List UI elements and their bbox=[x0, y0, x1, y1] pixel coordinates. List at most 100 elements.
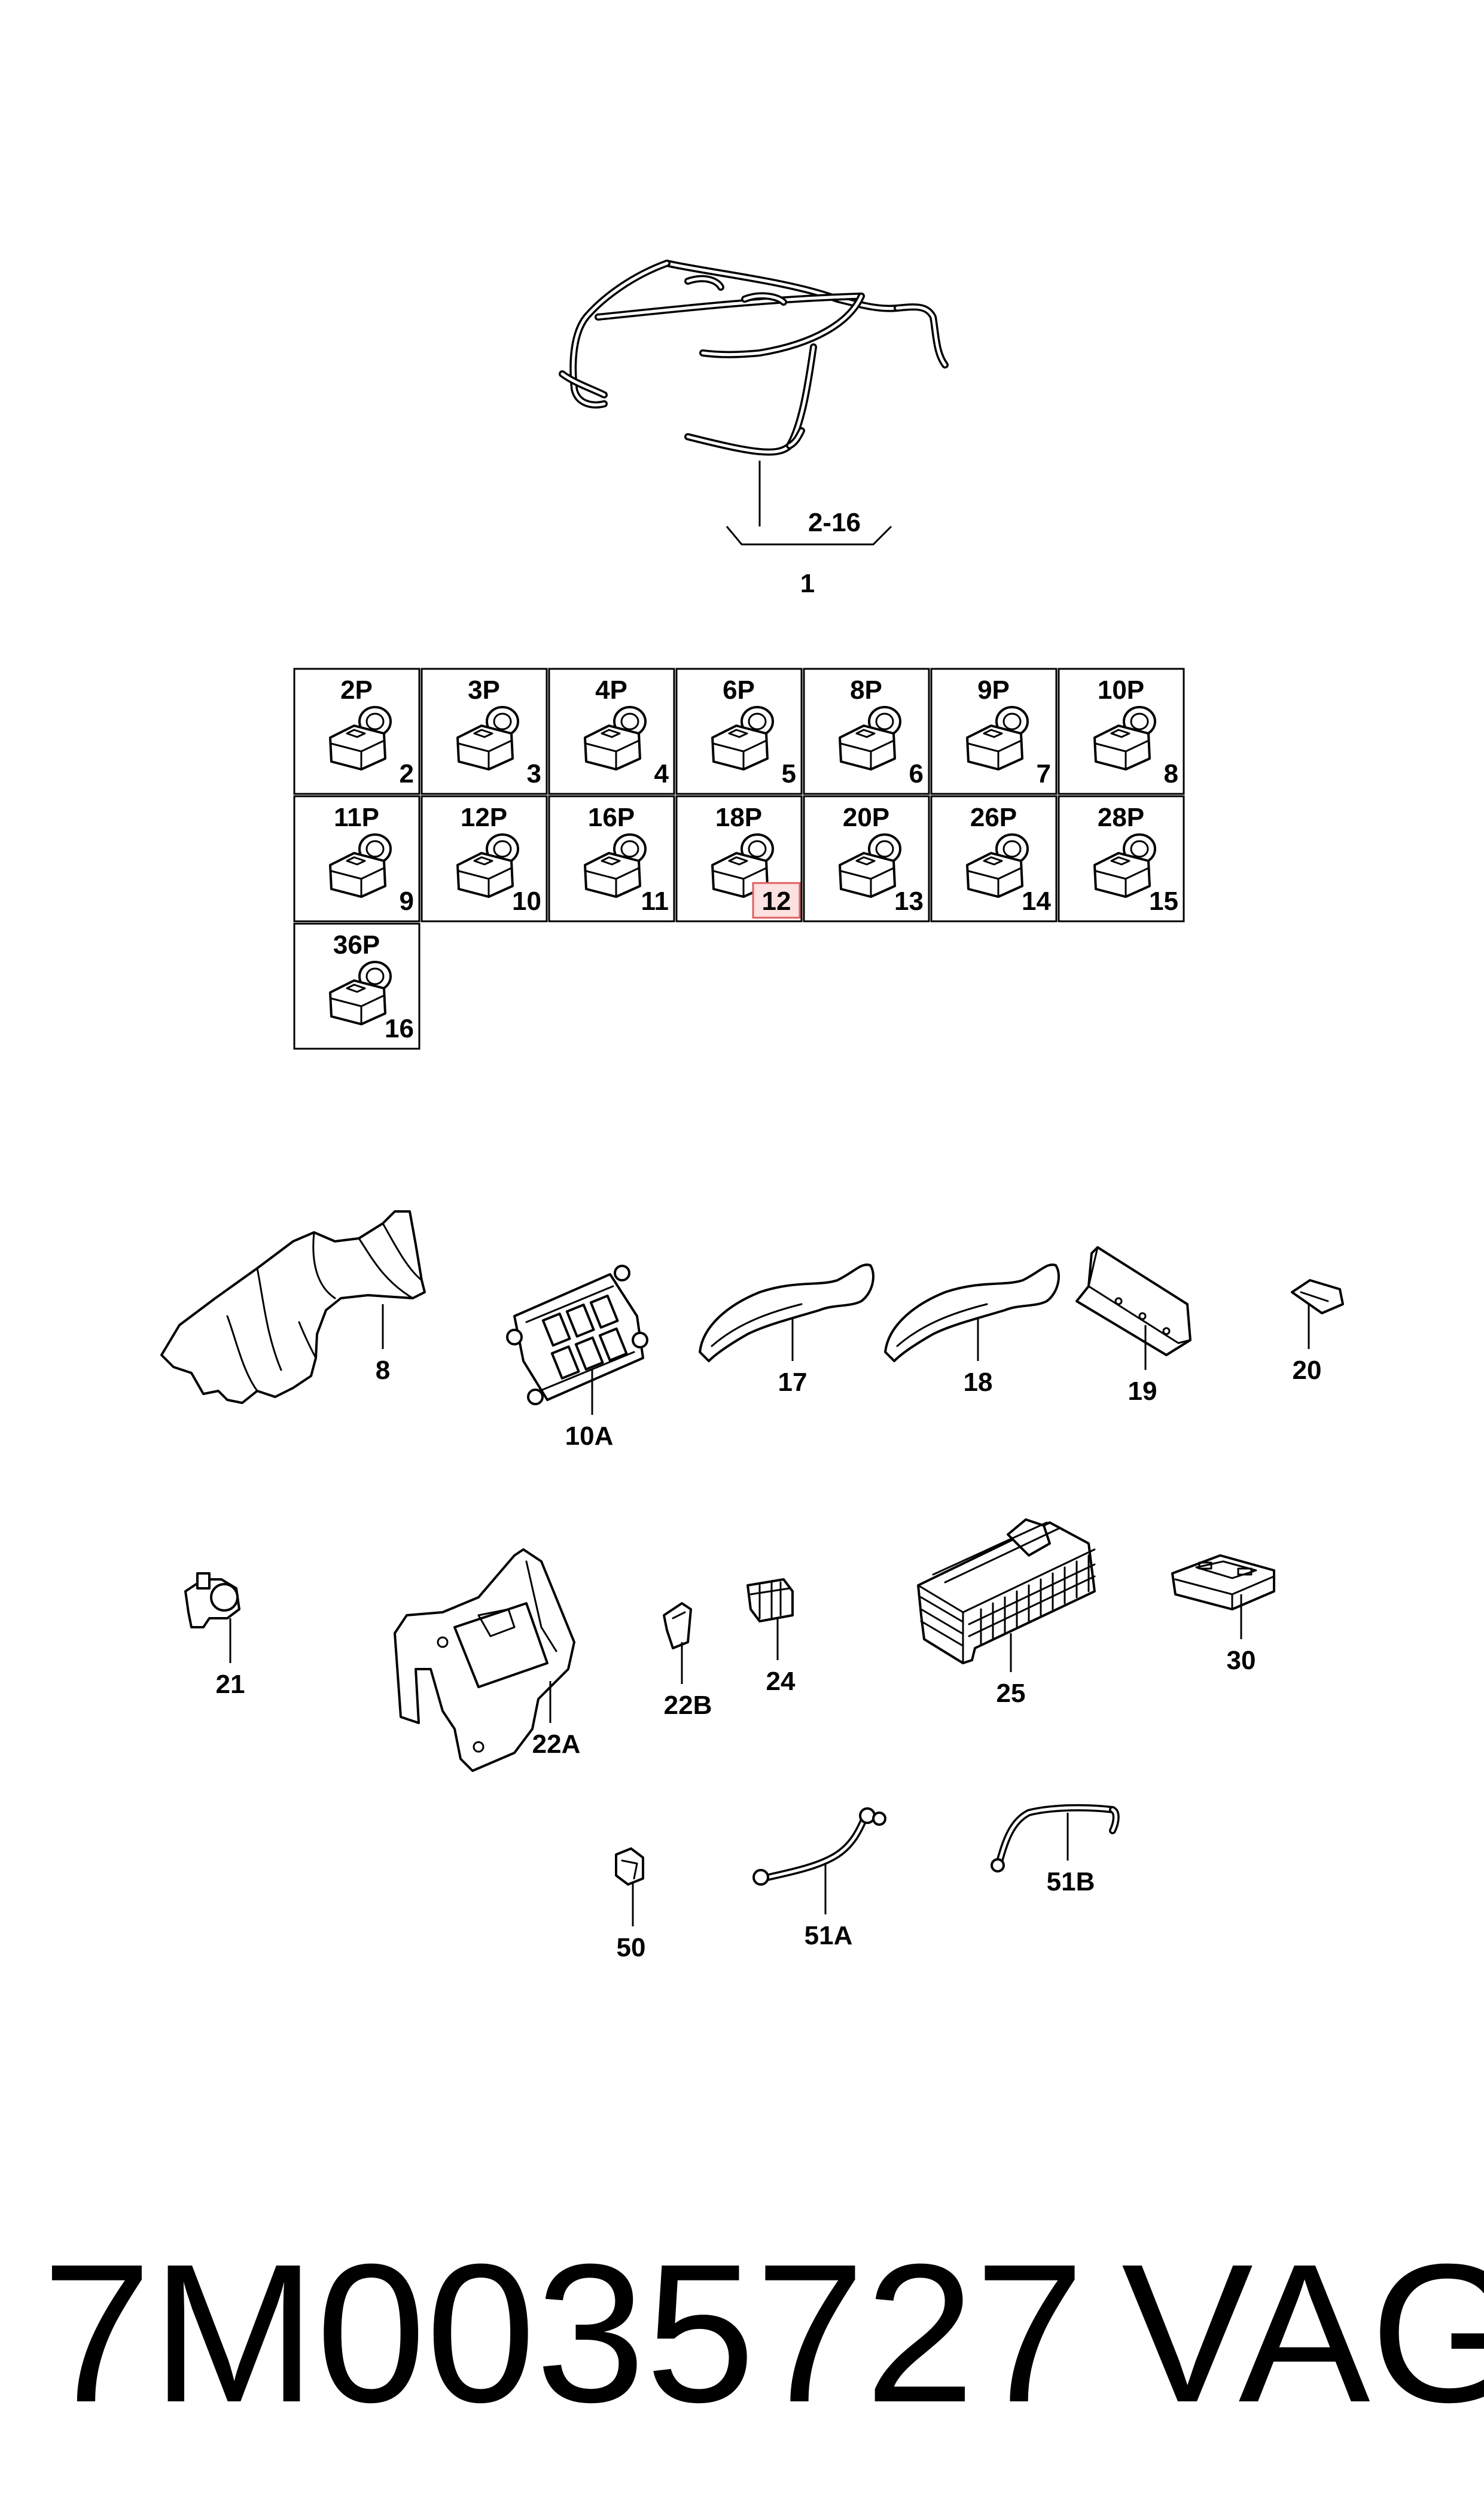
harness-item-label: 1 bbox=[800, 569, 815, 598]
connector-housing-icon bbox=[711, 833, 774, 898]
part-label-17: 17 bbox=[778, 1368, 807, 1397]
connector-housing-icon bbox=[584, 833, 647, 898]
connector-pin-count: 26P bbox=[970, 803, 1017, 832]
connector-cell[interactable]: 8P 6 bbox=[803, 668, 930, 795]
connector-item-number: 8 bbox=[1164, 759, 1178, 788]
bracket-19-illustration bbox=[1075, 1246, 1192, 1356]
connector-item-number: 13 bbox=[894, 887, 924, 916]
connector-cell[interactable]: 20P 13 bbox=[803, 795, 930, 922]
relay-carrier-illustration bbox=[506, 1265, 648, 1405]
connector-pin-count: 4P bbox=[595, 675, 627, 705]
connector-item-number: 16 bbox=[385, 1014, 414, 1043]
connector-housing-icon bbox=[584, 706, 647, 771]
connector-pin-count: 16P bbox=[588, 803, 635, 832]
connector-pin-count: 10P bbox=[1098, 675, 1144, 705]
connector-pin-count: 11P bbox=[334, 803, 379, 832]
connector-pin-count: 20P bbox=[843, 803, 889, 832]
part-label-30: 30 bbox=[1227, 1646, 1256, 1675]
connector-cell[interactable]: 12P 10 bbox=[420, 795, 548, 922]
connector-housing-icon bbox=[711, 706, 774, 771]
harness-bracket bbox=[726, 525, 892, 546]
part-label-8: 8 bbox=[376, 1356, 390, 1385]
connector-item-number: 7 bbox=[1037, 759, 1051, 788]
connector-housing-icon bbox=[329, 961, 392, 1025]
connector-item-number: 9 bbox=[400, 887, 414, 916]
connector-pin-count: 2P bbox=[340, 675, 373, 705]
part-label-50: 50 bbox=[617, 1933, 646, 1962]
connector-housing-icon bbox=[329, 706, 392, 771]
connector-housing-icon bbox=[329, 833, 392, 898]
connector-pin-count: 8P bbox=[850, 675, 882, 705]
duct-17-illustration bbox=[699, 1263, 874, 1362]
connector-pin-count: 36P bbox=[333, 930, 380, 960]
duct-18-illustration bbox=[884, 1263, 1060, 1362]
connector-cell[interactable]: 16P 11 bbox=[548, 795, 675, 922]
connector-cell[interactable]: 6P 5 bbox=[675, 668, 803, 795]
connector-housing-icon bbox=[456, 706, 519, 771]
wiring-harness-illustration bbox=[559, 260, 949, 456]
connector-housing-icon bbox=[966, 706, 1029, 771]
connector-housing-icon bbox=[456, 833, 519, 898]
part-label-25: 25 bbox=[997, 1679, 1026, 1708]
connector-cell[interactable]: 2P 2 bbox=[293, 668, 420, 795]
connector-item-number: 4 bbox=[654, 759, 669, 788]
connector-cell[interactable]: 9P 7 bbox=[930, 668, 1058, 795]
connector-housing-icon bbox=[839, 833, 901, 898]
connector-cell[interactable]: 26P 14 bbox=[930, 795, 1058, 922]
connector-cell[interactable]: 28P 15 bbox=[1058, 795, 1185, 922]
part-label-21: 21 bbox=[216, 1670, 245, 1699]
connector-item-number: 3 bbox=[527, 759, 541, 788]
part-label-51b: 51B bbox=[1047, 1867, 1095, 1896]
connector-pin-count: 12P bbox=[461, 803, 507, 832]
bracket-22a-illustration bbox=[394, 1548, 575, 1772]
part-label-51a: 51A bbox=[805, 1921, 853, 1950]
part-number: 7M0035727 bbox=[42, 2222, 1085, 2443]
part-label-19: 19 bbox=[1128, 1377, 1157, 1406]
footer: 7M0035727 VAG bbox=[0, 2213, 1484, 2453]
connector-pin-count: 18P bbox=[715, 803, 762, 832]
cable-51a-illustration bbox=[752, 1807, 886, 1886]
brand-name: VAG bbox=[1122, 2222, 1484, 2443]
connector-pin-count: 6P bbox=[723, 675, 755, 705]
connector-cell[interactable]: 36P 16 bbox=[293, 922, 420, 1050]
connector-24-illustration bbox=[746, 1578, 794, 1622]
connector-grid: 2P23P34P46P58P69P710P811P912P1016P1118P1… bbox=[293, 668, 1185, 1050]
part-label-10a: 10A bbox=[565, 1421, 614, 1451]
clip-50-illustration bbox=[615, 1847, 644, 1886]
part-label-22a: 22A bbox=[532, 1730, 581, 1759]
connector-cell[interactable]: 18P 12 bbox=[675, 795, 803, 922]
connector-housing-icon bbox=[839, 706, 901, 771]
connector-item-number: 2 bbox=[400, 759, 414, 788]
connector-cell[interactable]: 4P 4 bbox=[548, 668, 675, 795]
part-label-20: 20 bbox=[1293, 1356, 1322, 1385]
connector-pin-count: 9P bbox=[977, 675, 1010, 705]
cable-51b-illustration bbox=[991, 1804, 1120, 1872]
connector-item-number: 5 bbox=[782, 759, 796, 788]
connector-cell[interactable]: 11P 9 bbox=[293, 795, 420, 922]
connector-cell[interactable]: 10P 8 bbox=[1058, 668, 1185, 795]
connector-item-number: 11 bbox=[641, 887, 669, 916]
part-label-18: 18 bbox=[964, 1368, 993, 1397]
control-unit-25-illustration bbox=[917, 1518, 1096, 1664]
holder-21-illustration bbox=[184, 1572, 240, 1628]
connector-item-number: 15 bbox=[1149, 887, 1178, 916]
module-30-illustration bbox=[1171, 1554, 1275, 1610]
cover-illustration bbox=[160, 1210, 426, 1404]
connector-cell[interactable]: 3P 3 bbox=[420, 668, 548, 795]
connector-item-number: 10 bbox=[512, 887, 541, 916]
connector-pin-count: 3P bbox=[468, 675, 500, 705]
highlight-marker bbox=[752, 882, 801, 919]
harness-range-label: 2-16 bbox=[808, 508, 861, 537]
connector-item-number: 12 bbox=[762, 887, 791, 916]
connector-item-number: 6 bbox=[909, 759, 924, 788]
clip-20-illustration bbox=[1291, 1279, 1344, 1314]
connector-housing-icon bbox=[1093, 706, 1156, 771]
part-label-22b: 22B bbox=[664, 1691, 712, 1720]
part-label-24: 24 bbox=[766, 1667, 796, 1696]
connector-housing-icon bbox=[966, 833, 1029, 898]
connector-housing-icon bbox=[1093, 833, 1156, 898]
connector-pin-count: 28P bbox=[1098, 803, 1144, 832]
connector-item-number: 14 bbox=[1022, 887, 1051, 916]
clip-22b-illustration bbox=[663, 1602, 692, 1649]
